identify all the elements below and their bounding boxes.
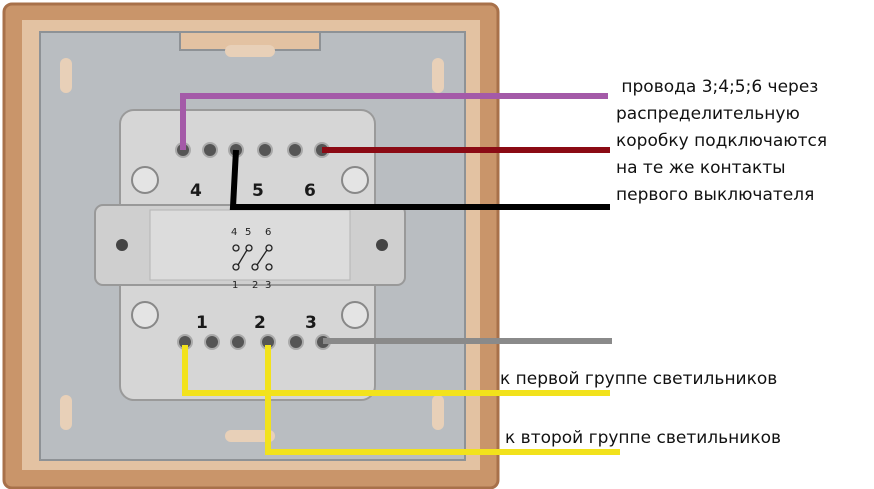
svg-text:5: 5 xyxy=(245,227,251,238)
svg-text:6: 6 xyxy=(265,227,271,238)
wire-yellow-1 xyxy=(182,345,610,396)
switch-schematic xyxy=(232,244,273,271)
terminal-label-4: 4 xyxy=(190,181,202,201)
terminal-label-3: 3 xyxy=(305,313,317,333)
annotation-line: распределительную xyxy=(616,104,800,124)
svg-text:1: 1 xyxy=(232,280,238,291)
svg-text:2: 2 xyxy=(252,280,258,291)
annotation-line: первого выключателя xyxy=(616,185,815,205)
wire-yellow-2 xyxy=(265,345,620,455)
wiring-annotation: провода 3;4;5;6 через распределительную … xyxy=(616,74,827,209)
svg-text:3: 3 xyxy=(265,280,271,291)
wire-purple xyxy=(180,93,608,150)
first-group-label: к первой группе светильников xyxy=(500,369,778,389)
annotation-line: провода 3;4;5;6 через xyxy=(616,77,819,97)
wire-black xyxy=(229,149,610,210)
annotation-line: на те же контакты xyxy=(616,158,786,178)
annotation-line: коробку подключаются xyxy=(616,131,828,151)
svg-text:4: 4 xyxy=(231,227,237,238)
second-group-label: к второй группе светильников xyxy=(505,428,782,448)
bottom-terminal-holes xyxy=(177,334,331,350)
terminal-label-2: 2 xyxy=(254,313,266,333)
terminal-label-5: 5 xyxy=(252,181,264,201)
terminal-label-6: 6 xyxy=(304,181,316,201)
terminal-label-1: 1 xyxy=(196,313,208,333)
